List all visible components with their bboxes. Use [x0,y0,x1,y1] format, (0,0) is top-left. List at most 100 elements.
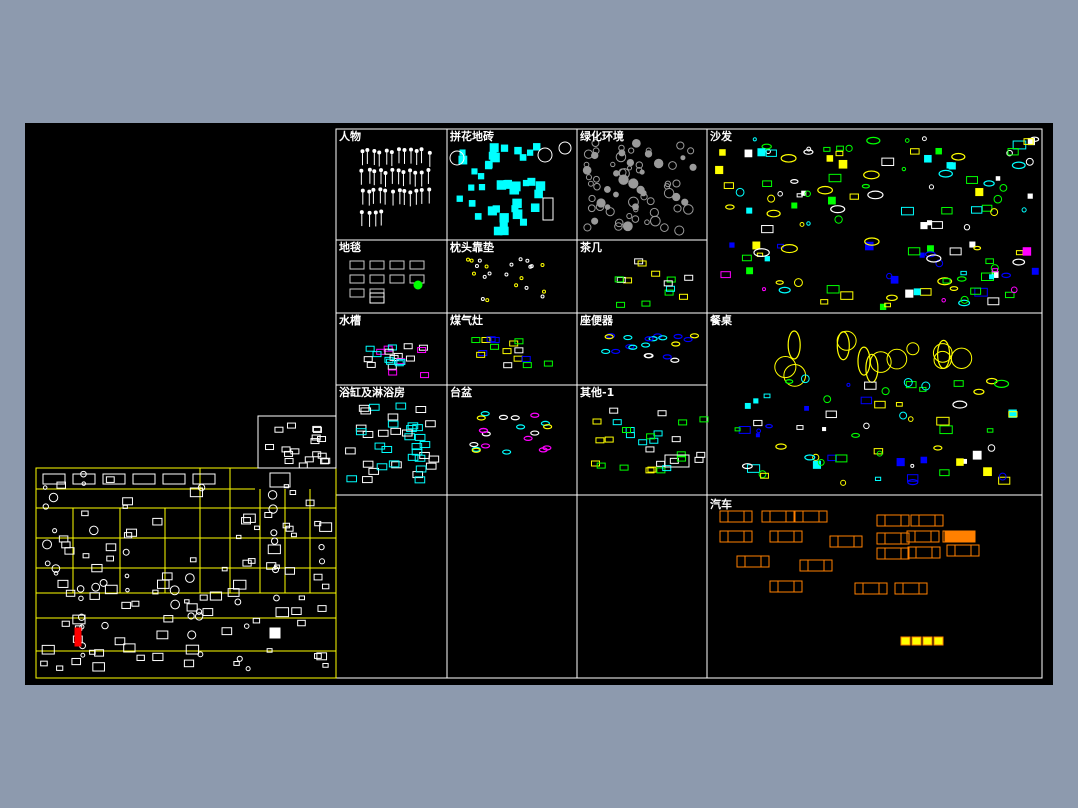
cad-symbol [662,354,672,360]
car-symbol [794,510,828,523]
tile-symbol [558,141,572,155]
catalog-symbol [202,608,214,617]
plant-symbol [644,150,653,158]
cad-symbol [664,289,674,296]
cad-symbol [757,148,766,157]
cad-symbol [671,436,681,443]
catalog-symbol [314,653,322,659]
cad-symbol [845,144,853,152]
cad-symbol [744,149,753,158]
person-head [396,168,401,173]
catalog-symbol [91,582,101,592]
cad-symbol [924,154,932,163]
cad-symbol [490,343,500,350]
cad-symbol [924,251,936,258]
cad-symbol [896,458,905,467]
cad-drawing[interactable]: 人物 拼花地砖 绿化环境 沙发 地毯 枕头靠垫 茶几 水槽 煤气灶 座便器 餐桌… [25,123,1053,685]
cad-symbol [985,258,994,265]
plant-symbol [664,180,672,188]
cad-symbol [966,176,979,184]
car-symbol [946,544,980,557]
catalog-symbol [316,652,328,661]
cad-symbol [643,353,653,359]
carpet-symbol [413,280,423,290]
catalog-symbol [269,627,281,639]
catalog-symbol [273,594,280,602]
catalog-symbol [321,583,330,590]
cad-symbol [983,180,995,187]
catalog-symbol [227,588,240,597]
tile-symbol [519,218,528,226]
catalog-symbol [209,591,223,601]
tile-symbol [514,146,522,155]
cad-symbol [899,411,908,420]
catalog-symbol [317,605,327,612]
cad-symbol [628,344,638,350]
catalog-symbol [77,613,86,621]
plant-symbol [635,166,643,174]
cad-symbol [387,420,399,428]
cad-symbol [415,465,427,473]
cad-symbol [806,146,812,152]
catalog-symbol [65,589,76,597]
cad-symbol [830,205,846,214]
catalog-symbol [92,662,105,672]
cad-symbol [645,446,655,453]
cad-symbol [670,357,680,363]
cad-symbol [362,476,373,484]
catalog-symbol [236,655,243,662]
cad-symbol [729,242,735,248]
cad-symbol [1008,411,1018,418]
tile-symbol [468,184,475,191]
cad-symbol [540,263,545,268]
plant-symbol [653,158,664,169]
catalog-symbol [106,555,114,562]
cad-symbol [1022,247,1032,256]
cad-symbol [981,204,993,212]
cad-symbol [648,336,658,342]
cad-symbol [477,258,482,263]
cad-symbol [1006,149,1013,157]
cad-symbol [390,427,402,435]
cad-symbol [619,464,629,471]
cad-symbol [828,173,842,183]
plant-symbol [587,180,594,187]
cad-symbol [372,351,382,358]
plant-symbol [663,187,675,199]
cad-symbol [793,278,803,288]
cad-symbol [471,271,476,276]
catalog-symbol [199,594,208,601]
cad-symbol [678,419,688,426]
car-symbol [910,514,944,527]
catalog-symbol [233,661,240,666]
dining-table-symbol [932,343,953,363]
catalog-symbol [267,544,281,555]
cad-symbol [604,334,614,340]
catalog-symbol [80,652,86,658]
cad-symbol [905,289,914,298]
catalog-symbol [243,513,256,523]
cad-symbol [958,299,971,307]
tile-symbol [512,198,522,209]
catalog-symbol [319,522,333,532]
cad-symbol [939,425,953,435]
catalog-symbol [123,643,136,653]
plant-symbol [614,222,623,231]
cad-symbol [886,294,898,302]
cad-symbol [540,294,545,299]
cad-symbol [906,474,919,482]
person-head [427,150,432,155]
cad-symbol [861,183,870,189]
cad-symbol [504,272,509,277]
cad-symbol [956,458,964,466]
cad-model-space[interactable]: 人物 拼花地砖 绿化环境 沙发 地毯 枕头靠垫 茶几 水槽 煤气灶 座便器 餐桌… [25,123,1053,685]
cad-symbol [874,400,886,409]
catalog-symbol [270,537,279,545]
cad-symbol [601,348,611,355]
cad-symbol [411,448,423,456]
cad-symbol [647,466,657,473]
carpet-symbol [349,288,365,298]
cad-symbol [1021,207,1027,213]
cad-symbol [543,424,553,430]
cad-symbol [312,451,322,458]
